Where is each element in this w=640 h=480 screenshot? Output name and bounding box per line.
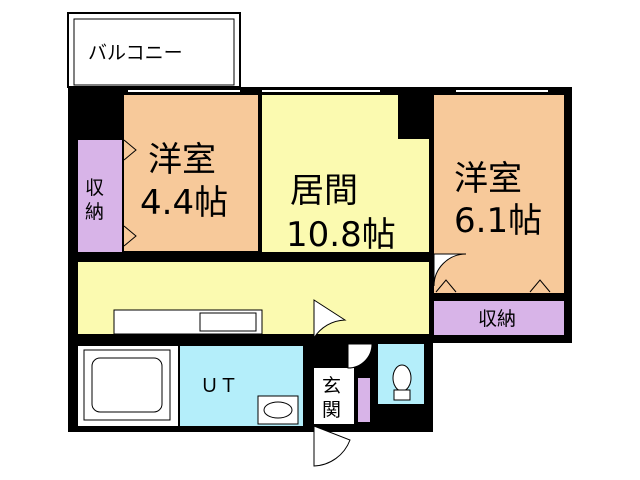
door-swing-toilet <box>347 343 373 369</box>
entrance-label-2: 関 <box>322 399 341 421</box>
entrance-label-1: 玄 <box>322 375 341 397</box>
bathtub-inner <box>91 357 163 413</box>
balcony-outline <box>67 12 241 88</box>
toilet-fixture <box>392 364 412 401</box>
storage-left-label-1: 収 <box>85 177 104 199</box>
storage-left <box>78 140 122 252</box>
storage-right <box>434 301 564 335</box>
room-left-size: 4.4帖 <box>140 183 228 223</box>
sliding-door-right-storage-left <box>435 279 457 293</box>
bathtub <box>83 349 171 421</box>
storage-right-label: 収納 <box>478 308 516 330</box>
pillar-right <box>398 95 432 139</box>
toilet-tank <box>393 389 411 401</box>
balcony-inner-outline <box>73 18 235 86</box>
western-room-right <box>434 95 564 293</box>
sliding-door-left-room-bottom <box>123 225 137 247</box>
room-left-name: 洋室 <box>148 140 216 180</box>
door-swing-front <box>313 425 351 467</box>
living-name: 居間 <box>290 171 358 211</box>
sink <box>199 312 257 332</box>
door-swing-entrance-top <box>313 299 347 340</box>
sliding-door-right-storage-right <box>529 279 551 293</box>
kitchen-counter <box>113 309 263 335</box>
room-right-name: 洋室 <box>454 159 522 199</box>
pillar-left <box>78 95 122 139</box>
entrance-storage <box>358 378 370 422</box>
balcony: バルコニー <box>67 12 241 88</box>
storage-left-label-2: 納 <box>85 201 104 223</box>
balcony-label: バルコニー <box>88 42 183 64</box>
doors <box>123 139 551 467</box>
ut-label: ＵＴ <box>200 375 238 397</box>
entrance <box>314 368 354 424</box>
western-room-left <box>124 95 258 251</box>
toilet-bowl <box>392 364 412 392</box>
room-right-size: 6.1帖 <box>454 201 542 241</box>
living-size: 10.8帖 <box>286 215 396 255</box>
sliding-door-left-room-top <box>123 139 137 161</box>
door-swing-right-room <box>433 253 467 287</box>
basin-bowl <box>263 401 293 419</box>
wash-basin <box>257 395 299 425</box>
